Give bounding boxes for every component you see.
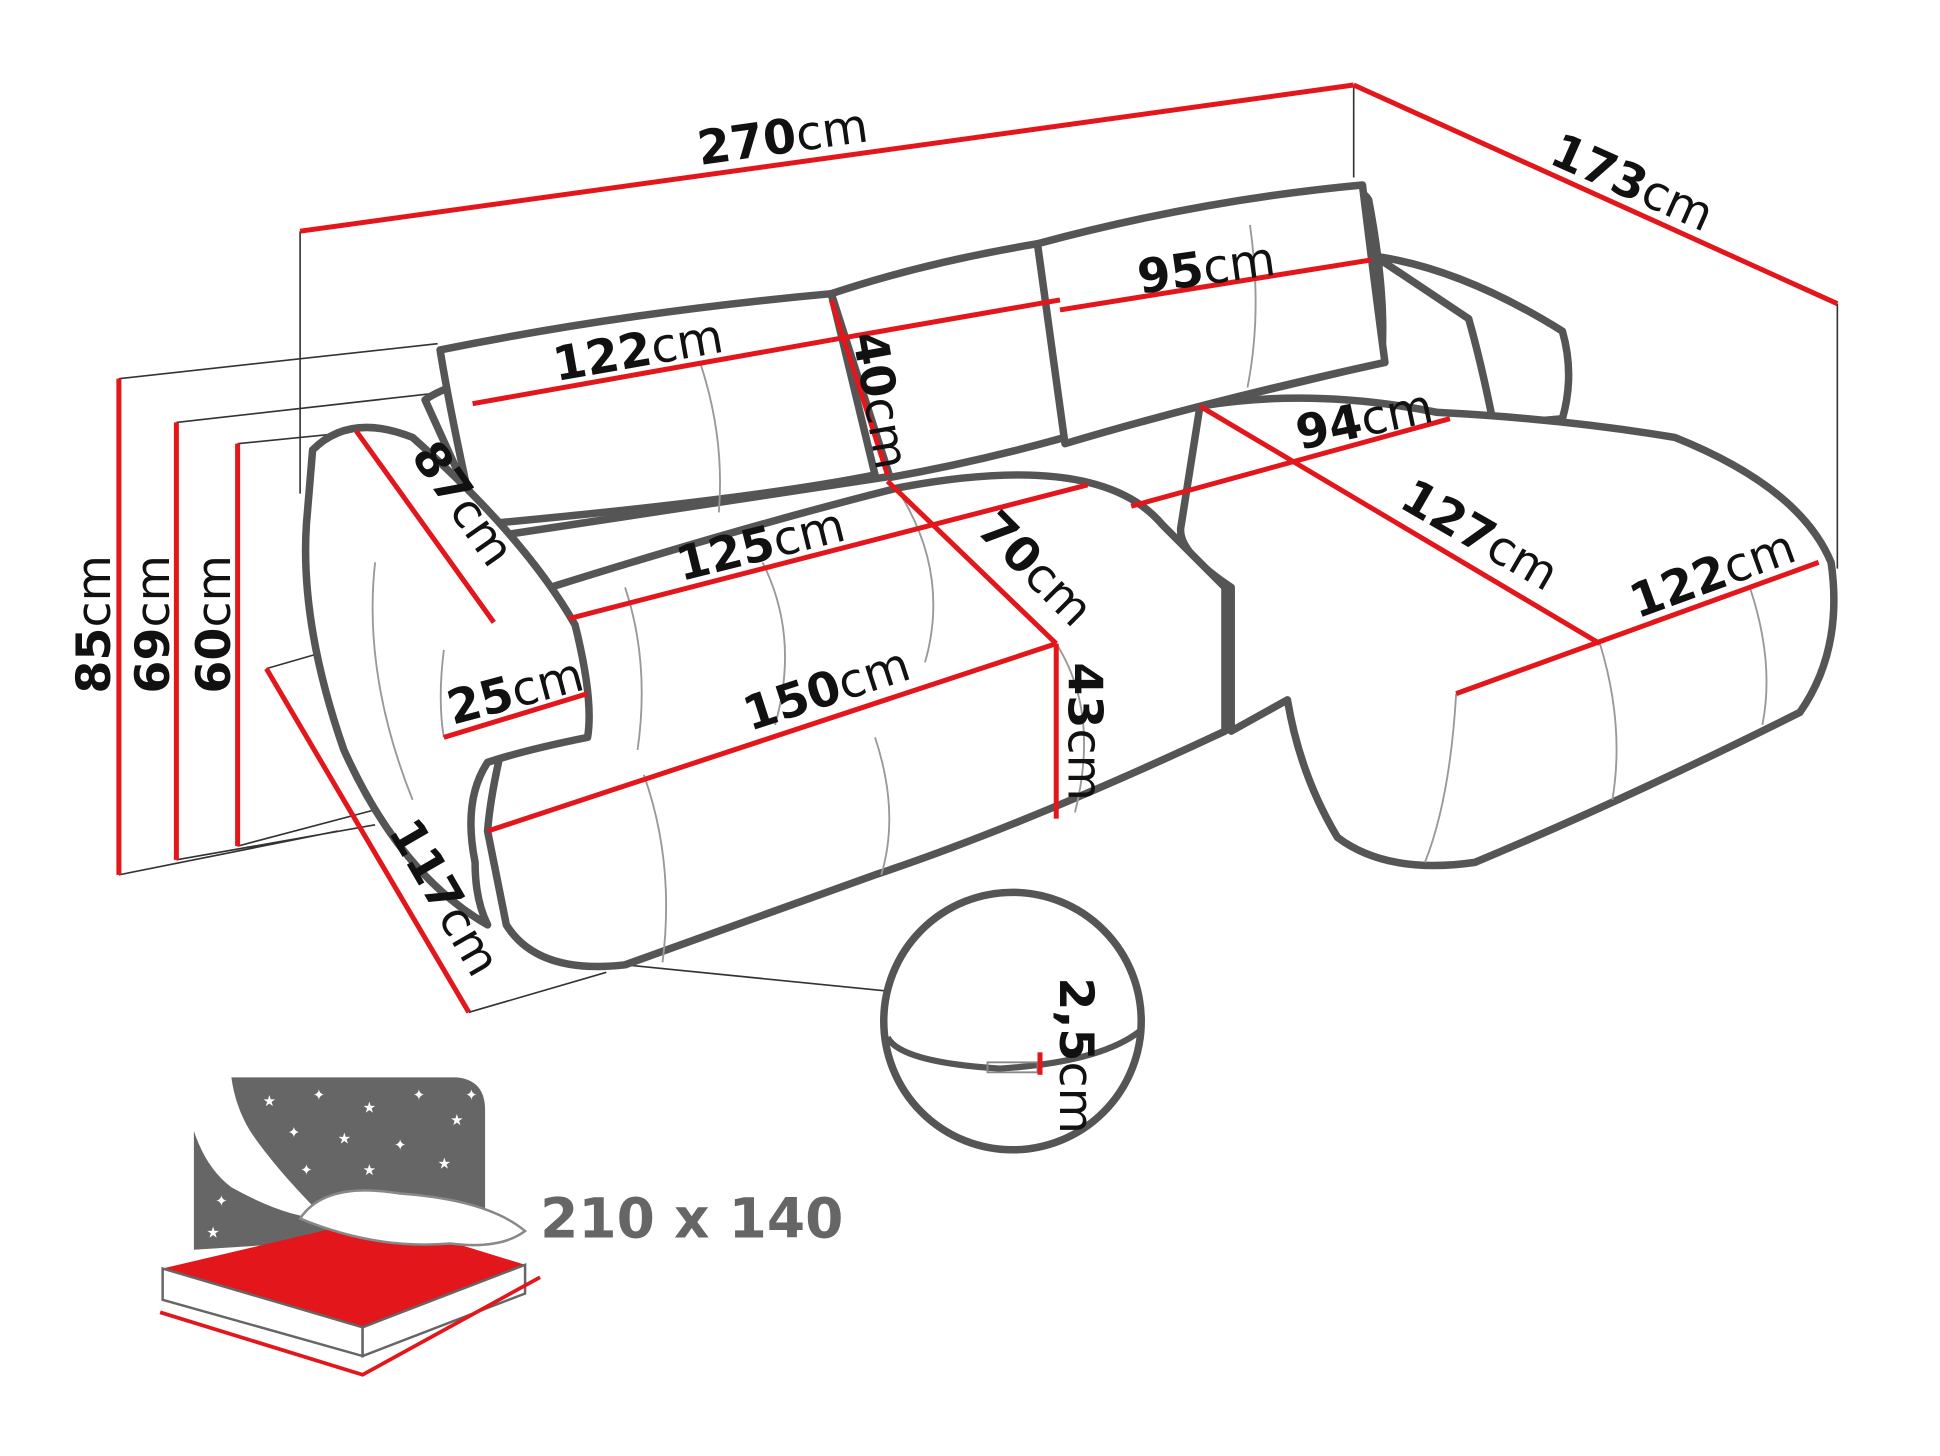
label-cushion-height: 40cm xyxy=(841,327,919,473)
svg-text:✦: ✦ xyxy=(465,1086,478,1104)
label-height-total: 85cm xyxy=(67,555,122,693)
bed-icon: ★✦★✦ ★✦★✦ ★✦★✦ ★✦ xyxy=(159,1077,541,1377)
leg-detail-circle: 2,5cm xyxy=(880,888,1145,1154)
bed-size-label: 210 x 140 xyxy=(540,1186,843,1250)
svg-text:★: ★ xyxy=(338,1130,351,1148)
svg-text:✦: ✦ xyxy=(300,1161,313,1179)
svg-text:★: ★ xyxy=(363,1098,376,1116)
label-total-width: 270cm xyxy=(694,99,871,177)
svg-text:✦: ✦ xyxy=(313,1086,326,1104)
svg-text:✦: ✦ xyxy=(394,1136,407,1154)
svg-text:★: ★ xyxy=(263,1092,276,1110)
svg-text:✦: ✦ xyxy=(215,1192,228,1210)
label-height-back: 69cm xyxy=(126,555,181,693)
label-seat-height: 43cm xyxy=(1057,662,1112,800)
label-chaise-inner: 94cm xyxy=(1291,379,1438,462)
label-total-depth: 173cm xyxy=(1543,123,1722,243)
svg-text:★: ★ xyxy=(206,1223,219,1241)
label-cushion-right: 95cm xyxy=(1134,232,1279,306)
label-leg-height: 2,5cm xyxy=(1048,977,1103,1133)
dimension-lines xyxy=(116,82,1839,1014)
svg-text:✦: ✦ xyxy=(288,1123,301,1141)
svg-text:★: ★ xyxy=(363,1161,376,1179)
svg-text:★: ★ xyxy=(438,1155,451,1173)
svg-text:★: ★ xyxy=(450,1111,463,1129)
svg-text:✦: ✦ xyxy=(413,1086,426,1104)
label-height-arm: 60cm xyxy=(187,555,242,693)
